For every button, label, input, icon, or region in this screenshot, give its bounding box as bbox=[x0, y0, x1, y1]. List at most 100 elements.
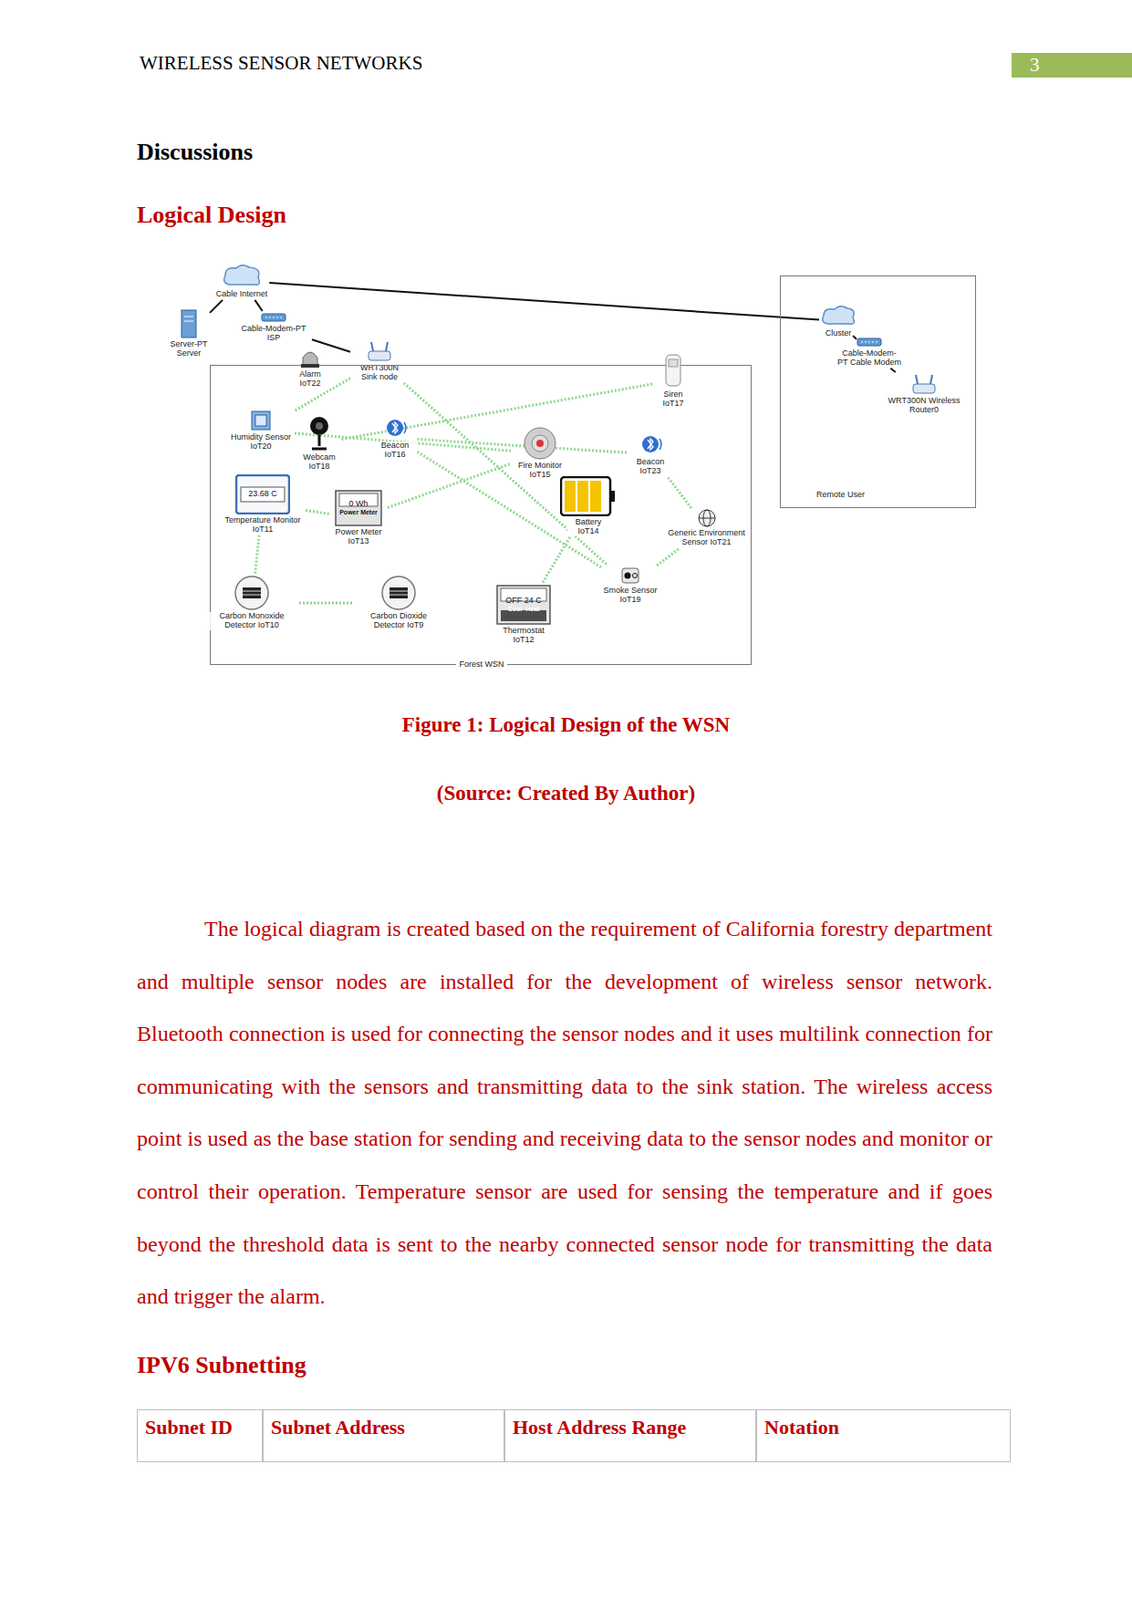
table-header-cell: Host Address Range bbox=[504, 1409, 757, 1463]
device-icon bbox=[911, 373, 937, 395]
display-text: 23.68 C bbox=[235, 489, 291, 499]
device-node: Battery IoT14 bbox=[560, 476, 617, 537]
device-icon bbox=[638, 432, 663, 457]
section-heading: Discussions bbox=[136, 138, 253, 167]
subsection-heading: Logical Design bbox=[136, 201, 287, 229]
region-label: Remote User bbox=[813, 490, 868, 500]
device-label: Humidity Sensor IoT20 bbox=[228, 433, 294, 452]
device-icon-box bbox=[221, 262, 262, 289]
device-icon-box bbox=[638, 432, 663, 457]
table-header-cell: Subnet Address bbox=[262, 1409, 505, 1463]
device-icon bbox=[663, 352, 684, 389]
device-icon bbox=[308, 415, 331, 452]
cable-link bbox=[254, 300, 262, 312]
device-node: Beacon IoT16 bbox=[373, 415, 417, 460]
device-node: Cable Internet bbox=[215, 262, 270, 300]
display-text: OFF 24 C bbox=[496, 596, 551, 606]
device-node: Cable-Modem-PT ISP bbox=[236, 311, 312, 343]
device-label: Power Meter IoT13 bbox=[330, 528, 387, 547]
wireless-link bbox=[299, 601, 354, 604]
device-label: Fire Monitor IoT15 bbox=[511, 461, 569, 480]
wireless-link bbox=[417, 438, 629, 453]
table-header-cell: Notation bbox=[756, 1409, 1011, 1463]
device-icon-box bbox=[856, 336, 883, 348]
device-icon-box bbox=[560, 476, 617, 517]
device-icon bbox=[221, 262, 262, 289]
device-label: Beacon IoT23 bbox=[629, 457, 673, 477]
device-node: Webcam IoT18 bbox=[298, 415, 342, 472]
device-label: Siren IoT17 bbox=[654, 390, 693, 409]
device-label: Thermostat IoT12 bbox=[495, 626, 552, 645]
region-box: Forest WSNAlarm IoT22Siren IoT17Humidity… bbox=[209, 364, 752, 665]
device-icon bbox=[249, 409, 272, 432]
device-label: Cable-Modem-PT Cable Modem bbox=[836, 349, 903, 368]
table-header-cell: Subnet ID bbox=[136, 1409, 263, 1463]
region-box: Remote UserClusterCable-Modem-PT Cable M… bbox=[779, 275, 977, 509]
device-icon-box bbox=[300, 348, 321, 369]
device-icon-box bbox=[308, 415, 331, 452]
page-number-band bbox=[1011, 52, 1132, 78]
device-icon bbox=[820, 303, 857, 328]
device-icon-box bbox=[366, 340, 393, 363]
wireless-link bbox=[254, 535, 260, 575]
cable-link bbox=[852, 335, 857, 340]
wireless-link bbox=[404, 383, 609, 566]
cable-link bbox=[269, 282, 820, 321]
device-icon bbox=[383, 415, 407, 440]
figure-caption: Figure 1: Logical Design of the WSN bbox=[0, 713, 1132, 738]
device-icon-box bbox=[911, 373, 937, 395]
wireless-link bbox=[417, 451, 603, 568]
device-icon bbox=[523, 426, 557, 460]
device-label: Generic Environment Sensor IoT21 bbox=[662, 529, 751, 548]
device-node: Humidity Sensor IoT20 bbox=[228, 409, 294, 452]
wireless-link bbox=[387, 463, 511, 508]
device-label: Carbon Dioxide Detector IoT9 bbox=[354, 612, 444, 631]
device-node: Fire Monitor IoT15 bbox=[511, 426, 569, 480]
display-text: Cool bbox=[506, 605, 525, 613]
subsection-heading: IPV6 Subnetting bbox=[136, 1351, 307, 1380]
device-label: WRT300N Sink node bbox=[351, 363, 408, 383]
display-text: Heat bbox=[523, 605, 541, 613]
device-icon-box bbox=[696, 508, 717, 528]
device-icon bbox=[300, 348, 321, 369]
region-label: Forest WSN bbox=[456, 660, 507, 670]
device-node: Alarm IoT22 bbox=[290, 348, 330, 389]
device-node: Carbon Monoxide Detector IoT10 bbox=[205, 575, 299, 631]
device-label: WRT300N Wireless Router0 bbox=[886, 396, 962, 416]
wireless-link bbox=[342, 384, 655, 440]
device-icon bbox=[696, 508, 717, 528]
wireless-link bbox=[656, 548, 680, 566]
cable-link bbox=[209, 300, 223, 313]
device-node: Beacon IoT23 bbox=[629, 432, 673, 477]
device-icon-box bbox=[249, 409, 272, 432]
device-node: Carbon Dioxide Detector IoT9 bbox=[354, 575, 444, 631]
device-icon bbox=[560, 476, 617, 517]
device-icon bbox=[234, 575, 270, 611]
device-icon-box bbox=[383, 415, 407, 440]
body-paragraph: The logical diagram is created based on … bbox=[136, 903, 993, 1324]
device-icon-box bbox=[381, 575, 416, 611]
cable-link bbox=[890, 368, 896, 373]
device-icon bbox=[366, 340, 393, 363]
device-icon-box bbox=[620, 566, 641, 585]
device-label: Smoke Sensor IoT19 bbox=[602, 586, 659, 605]
device-icon bbox=[179, 309, 198, 339]
device-label: Webcam IoT18 bbox=[298, 453, 342, 472]
device-icon-box bbox=[523, 426, 557, 460]
device-label: Cable-Modem-PT ISP bbox=[236, 324, 312, 343]
device-icon bbox=[260, 311, 287, 323]
wireless-link bbox=[667, 477, 692, 509]
display-text: 0 Wh bbox=[334, 499, 383, 509]
running-header: WIRELESS SENSOR NETWORKS bbox=[139, 51, 423, 75]
cable-link bbox=[311, 339, 351, 352]
device-label: Temperature Monitor IoT11 bbox=[220, 516, 305, 535]
device-label: Beacon IoT16 bbox=[373, 441, 417, 460]
device-icon bbox=[856, 336, 883, 348]
device-icon bbox=[381, 575, 416, 611]
device-label: Cable Internet bbox=[215, 290, 270, 300]
device-node: 0 WhPower MeterPower Meter IoT13 bbox=[330, 489, 387, 547]
device-icon-box: 23.68 C bbox=[235, 474, 291, 515]
device-icon-box bbox=[260, 311, 287, 323]
device-icon-box bbox=[234, 575, 270, 611]
